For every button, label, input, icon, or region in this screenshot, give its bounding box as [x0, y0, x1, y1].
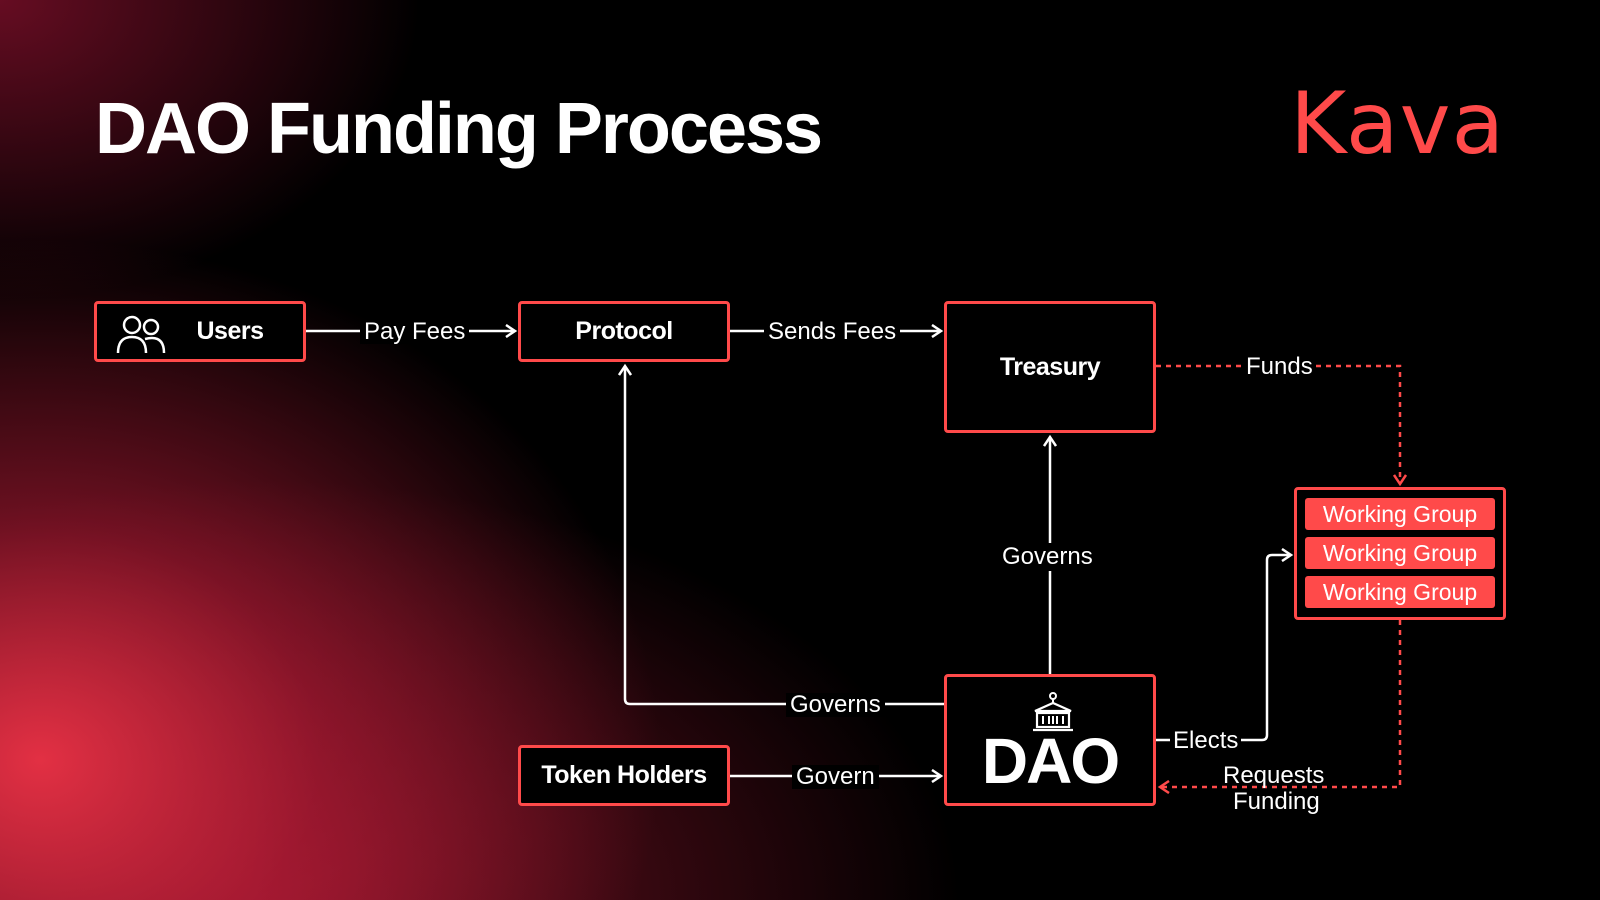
node-users-label: Users — [196, 317, 265, 345]
working-group-item: Working Group — [1305, 498, 1495, 530]
node-dao-label: DAO — [981, 725, 1120, 797]
kava-logo: Kava — [1290, 74, 1506, 174]
node-dao: DAO — [944, 674, 1156, 806]
edge-governs-protocol — [625, 366, 944, 706]
edge-label-elects: Elects — [1170, 729, 1242, 753]
working-group-item: Working Group — [1305, 576, 1495, 608]
node-users: Users — [94, 301, 306, 362]
building-icon — [1033, 692, 1073, 732]
edge-label-governs-treasury: Governs — [1000, 543, 1095, 571]
edge-label-requests: Requests — [1223, 762, 1325, 789]
working-group-item: Working Group — [1305, 537, 1495, 569]
node-treasury-label: Treasury — [999, 352, 1101, 381]
node-token-holders-label: Token Holders — [541, 761, 707, 789]
edge-label-governs-protocol: Governs — [786, 693, 885, 717]
node-protocol-label: Protocol — [575, 317, 673, 345]
page-title: DAO Funding Process — [95, 89, 823, 169]
edge-label-sends-fees: Sends Fees — [764, 320, 901, 344]
node-treasury: Treasury — [944, 301, 1156, 433]
node-working-groups: Working Group Working Group Working Grou… — [1294, 487, 1506, 620]
node-token-holders: Token Holders — [518, 745, 730, 806]
edge-funds — [1156, 364, 1400, 484]
node-protocol: Protocol — [518, 301, 730, 362]
edge-elects — [1156, 555, 1291, 742]
edge-label-funds: Funds — [1243, 355, 1316, 379]
users-icon — [116, 315, 166, 354]
edge-label-funding: Funding — [1230, 790, 1323, 814]
edge-label-pay-fees: Pay Fees — [360, 320, 470, 344]
edge-label-govern: Govern — [792, 765, 879, 789]
